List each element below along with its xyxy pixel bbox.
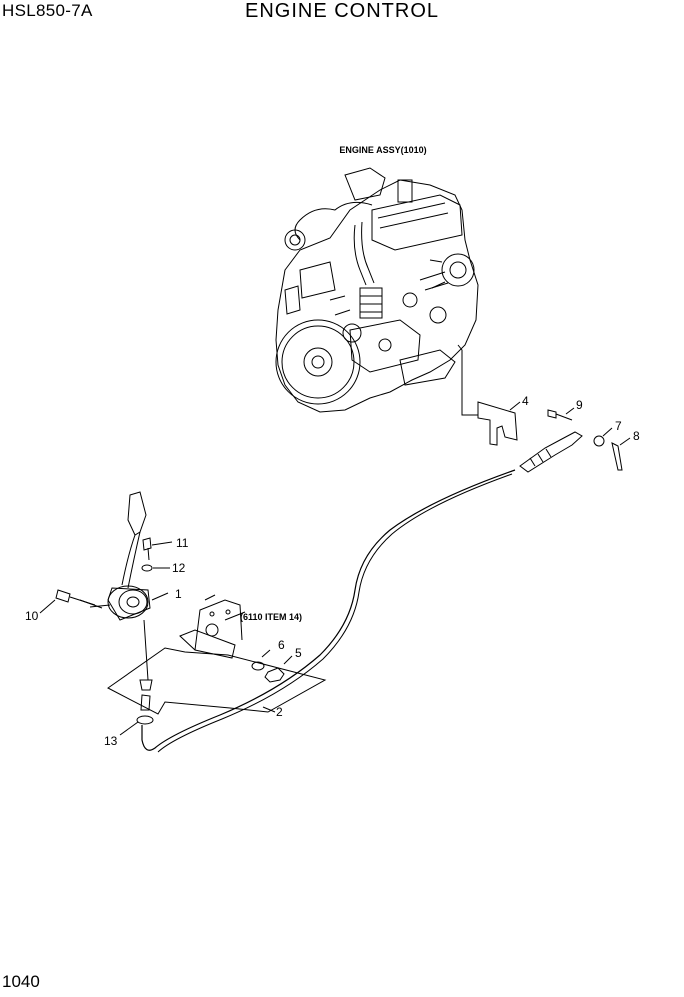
callout-8: 8 <box>633 429 640 443</box>
model-code: HSL850-7A <box>2 1 93 20</box>
engine-assembly <box>275 167 479 413</box>
lever-assembly-part-1 <box>79 491 151 621</box>
page-number: 1040 <box>2 972 40 991</box>
bolt-part-10 <box>55 589 96 606</box>
callout-12: 12 <box>172 561 186 575</box>
washer-part-12 <box>141 564 153 572</box>
nut-part-5 <box>264 667 285 683</box>
rod-part-13 <box>139 619 153 691</box>
washer-part-6 <box>251 661 265 671</box>
washer-part-7 <box>593 435 605 447</box>
reference-label: (6110 ITEM 14) <box>240 612 302 622</box>
callout-13: 13 <box>104 734 118 748</box>
mounting-plate <box>107 647 327 715</box>
callout-4: 4 <box>522 394 529 408</box>
callout-9: 9 <box>576 398 583 412</box>
engine-assy-label: ENGINE ASSY(1010) <box>339 145 426 155</box>
bracket-part-4 <box>477 401 518 446</box>
callout-7: 7 <box>615 419 622 433</box>
callout-1: 1 <box>175 587 182 601</box>
bolt-part-9 <box>547 409 573 421</box>
callout-5: 5 <box>295 646 302 660</box>
page-title: ENGINE CONTROL <box>244 0 440 22</box>
callout-11: 11 <box>176 536 189 550</box>
bolt-part-11 <box>142 537 152 561</box>
callout-2: 2 <box>276 705 283 719</box>
callout-6: 6 <box>278 638 285 652</box>
pin-part-8 <box>611 442 623 471</box>
callout-10: 10 <box>25 609 39 623</box>
cable-part-2 <box>141 469 516 751</box>
